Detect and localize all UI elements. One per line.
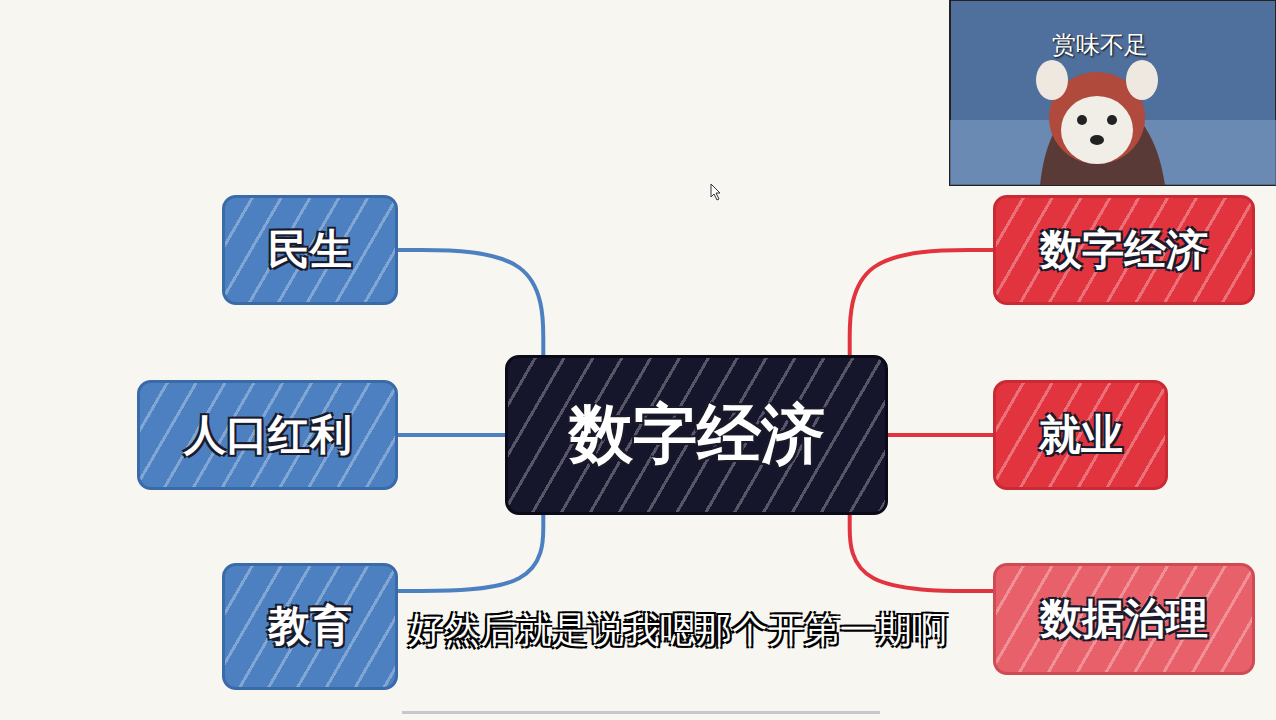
branch-box: 人口红利 xyxy=(137,380,398,490)
mouse-cursor xyxy=(711,184,720,200)
branch-box: 数据治理 xyxy=(993,563,1255,675)
panda-nose xyxy=(1090,135,1104,145)
branch-box: 数字经济 xyxy=(993,195,1255,305)
node-label: 数字经济 xyxy=(569,398,825,472)
branch-connector xyxy=(850,250,993,355)
node-label: 教育 xyxy=(268,602,352,650)
branch-connector xyxy=(850,515,993,591)
branch-connector xyxy=(888,433,993,437)
branch-connector xyxy=(398,250,543,355)
node-label: 就业 xyxy=(1039,411,1123,459)
webcam-border xyxy=(950,0,1276,185)
webcam-frame xyxy=(950,0,1276,185)
branch-box: 民生 xyxy=(222,195,398,305)
node-label: 民生 xyxy=(268,226,352,274)
node-label: 数据治理 xyxy=(1040,595,1208,643)
branch-box: 就业 xyxy=(993,380,1168,490)
webcam-overlay xyxy=(950,0,1276,185)
scroll-bar xyxy=(402,711,880,714)
panda-ear xyxy=(1036,60,1068,100)
branch-box: 教育 xyxy=(222,563,398,690)
branch-connector xyxy=(398,433,505,437)
branch-connector xyxy=(398,515,543,591)
central-topic: 数字经济 xyxy=(505,355,888,515)
node-label: 数字经济 xyxy=(1040,226,1208,274)
video-subtitle: 好然后就是说我嗯那个开第一期啊 xyxy=(408,610,948,650)
panda-eye xyxy=(1107,115,1117,125)
panda-eye xyxy=(1077,115,1087,125)
node-label: 人口红利 xyxy=(184,411,352,459)
panda-face xyxy=(1061,96,1133,164)
webcam-caption: 赏味不足 xyxy=(1052,32,1148,58)
panda-ear xyxy=(1126,60,1158,100)
